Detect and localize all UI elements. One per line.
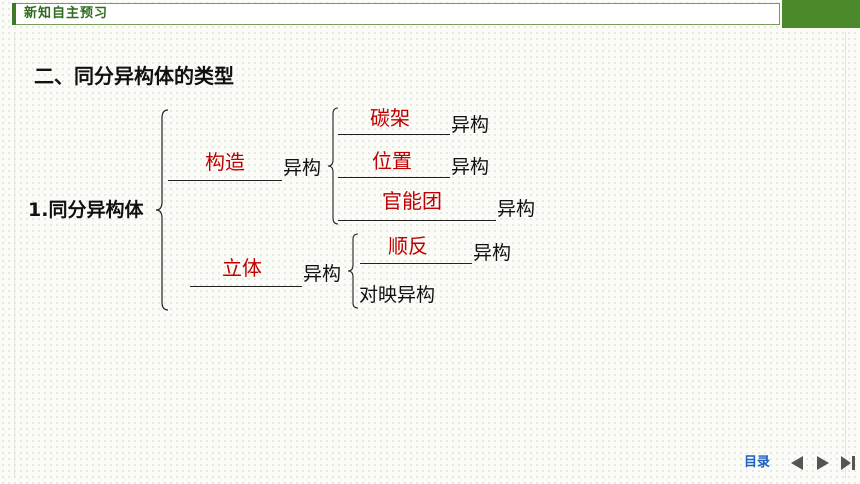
prev-icon[interactable] <box>788 454 806 472</box>
branch2-answer: 立体 <box>222 256 262 280</box>
child-enantiomer-text: 对映异构 <box>359 284 436 306</box>
root-brace <box>155 109 169 311</box>
branch1-suffix: 异构 <box>283 157 322 179</box>
child-functional-group-answer: 官能团 <box>382 189 442 213</box>
toc-link[interactable]: 目录 <box>744 455 771 470</box>
child-position-suffix: 异构 <box>451 156 490 178</box>
child-carbon-skeleton-line <box>338 134 450 135</box>
header-title: 新知自主预习 <box>24 6 109 21</box>
child-cis-trans-line <box>360 263 472 264</box>
header-accent <box>12 3 16 25</box>
branch2-suffix: 异构 <box>303 263 342 285</box>
child-position-answer: 位置 <box>372 149 412 173</box>
branch1-blank-line <box>168 180 282 181</box>
section-title: 二、同分异构体的类型 <box>34 64 234 88</box>
header-green-block <box>782 0 860 28</box>
last-page-icon[interactable] <box>838 454 856 472</box>
child-cis-trans-answer: 顺反 <box>388 234 428 258</box>
child-carbon-skeleton-suffix: 异构 <box>451 114 490 136</box>
branch1-answer: 构造 <box>205 150 245 174</box>
branch2-blank-line <box>190 286 302 287</box>
branch2-brace <box>347 233 359 309</box>
tree-root-label: 1.同分异构体 <box>28 199 144 221</box>
child-position-line <box>338 177 450 178</box>
child-carbon-skeleton-answer: 碳架 <box>370 106 410 130</box>
next-icon[interactable] <box>814 454 832 472</box>
child-functional-group-suffix: 异构 <box>497 198 536 220</box>
child-cis-trans-suffix: 异构 <box>473 242 512 264</box>
header-bar <box>12 3 780 25</box>
branch1-brace <box>327 107 339 225</box>
child-functional-group-line <box>338 220 496 221</box>
slide-header: 新知自主预习 <box>0 0 860 30</box>
content-frame <box>14 32 846 478</box>
